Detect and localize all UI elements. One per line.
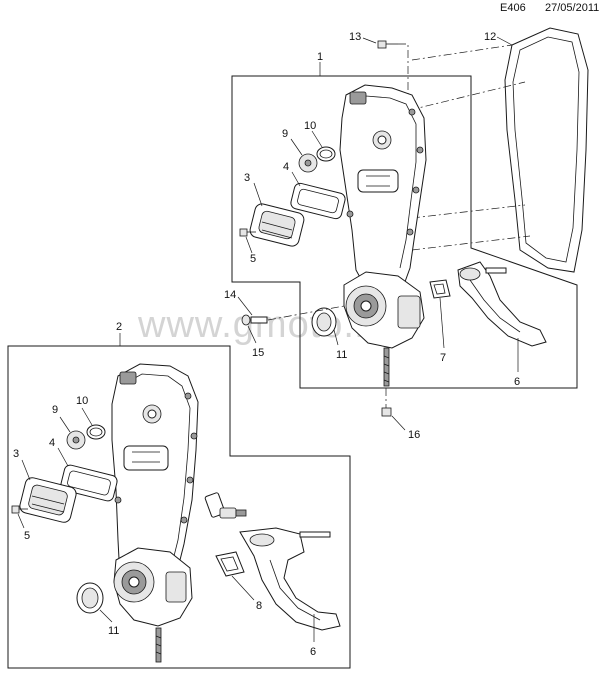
- callout-a16: 16: [408, 429, 420, 441]
- callout-b3: 3: [13, 448, 19, 460]
- timing-cover-gasket: [409, 27, 589, 273]
- oil-sensor-connector: [204, 492, 247, 519]
- leader-a7: [439, 297, 445, 349]
- upper-bolt-5: [239, 228, 256, 237]
- callout-a11: 11: [336, 349, 347, 361]
- bolt-13: [377, 40, 409, 95]
- callout-a9: 9: [282, 128, 288, 140]
- callout-12: 12: [484, 31, 496, 43]
- upper-timing-cover: [339, 84, 427, 303]
- leader-13: [362, 37, 377, 44]
- leader-a10: [311, 130, 323, 148]
- leader-a11: [333, 329, 339, 346]
- leader-a5: [245, 236, 253, 254]
- lower-oil-pickup-6: [239, 527, 341, 631]
- callout-b10: 10: [76, 395, 88, 407]
- pickup-gasket-7: [429, 279, 451, 299]
- callout-a15: 15: [252, 347, 264, 359]
- leader-b8: [231, 575, 255, 601]
- callout-b9: 9: [52, 404, 58, 416]
- lower-cover-plate-3: [19, 477, 77, 523]
- callout-b11: 11: [108, 625, 119, 637]
- leader-a16: [391, 415, 406, 431]
- callout-a5: 5: [250, 253, 256, 265]
- leader-a14: [237, 296, 253, 316]
- callout-a14: 14: [224, 289, 236, 301]
- callout-b4: 4: [49, 437, 55, 449]
- leader-a4: [291, 171, 301, 187]
- callout-a7: 7: [440, 352, 446, 364]
- pickup-gasket-8: [215, 551, 245, 577]
- upper-cap-9: [298, 153, 318, 173]
- callout-b5: 5: [24, 530, 30, 542]
- oil-pickup-6: [457, 261, 547, 347]
- upper-o-ring-10: [316, 146, 336, 162]
- leader-b4: [57, 447, 69, 467]
- leader-a15: [247, 325, 257, 344]
- lower-oil-pump: [113, 547, 193, 627]
- callout-a10: 10: [304, 120, 316, 132]
- callout-a3: 3: [244, 172, 250, 184]
- lower-o-ring-10: [86, 424, 106, 440]
- lower-bolt-5: [11, 505, 28, 514]
- leader-b9: [59, 416, 71, 433]
- leader-b3: [21, 459, 31, 481]
- leader-b10: [81, 407, 93, 426]
- callout-a4: 4: [283, 161, 289, 173]
- group-2-frame: [7, 345, 351, 669]
- diagram-code: E406: [500, 2, 526, 14]
- leader-b11: [99, 609, 113, 623]
- upper-stud: [383, 347, 390, 387]
- upper-cover-plate-3: [249, 203, 305, 247]
- lower-stud: [155, 627, 162, 663]
- upper-gasket-4: [290, 182, 346, 220]
- callout-b6: 6: [310, 646, 316, 658]
- lower-cap-9: [66, 430, 86, 450]
- callout-a6: 6: [514, 376, 520, 388]
- leader-b5: [17, 513, 25, 529]
- callout-group-1: 1: [317, 51, 323, 63]
- leader-a3: [253, 182, 263, 207]
- callout-13: 13: [349, 31, 361, 43]
- group-1-frame: [231, 75, 578, 389]
- lower-crankshaft-seal-11: [76, 582, 104, 614]
- bolt-16: [381, 388, 392, 417]
- diagram-date: 27/05/2011: [545, 2, 600, 14]
- bolt-14-washer-15: [241, 305, 345, 326]
- crankshaft-seal-11: [311, 307, 337, 337]
- callout-b8: 8: [256, 600, 262, 612]
- leader-12: [496, 36, 513, 46]
- callout-group-2: 2: [116, 321, 122, 333]
- leader-a9: [290, 138, 303, 156]
- upper-oil-pump: [343, 271, 425, 349]
